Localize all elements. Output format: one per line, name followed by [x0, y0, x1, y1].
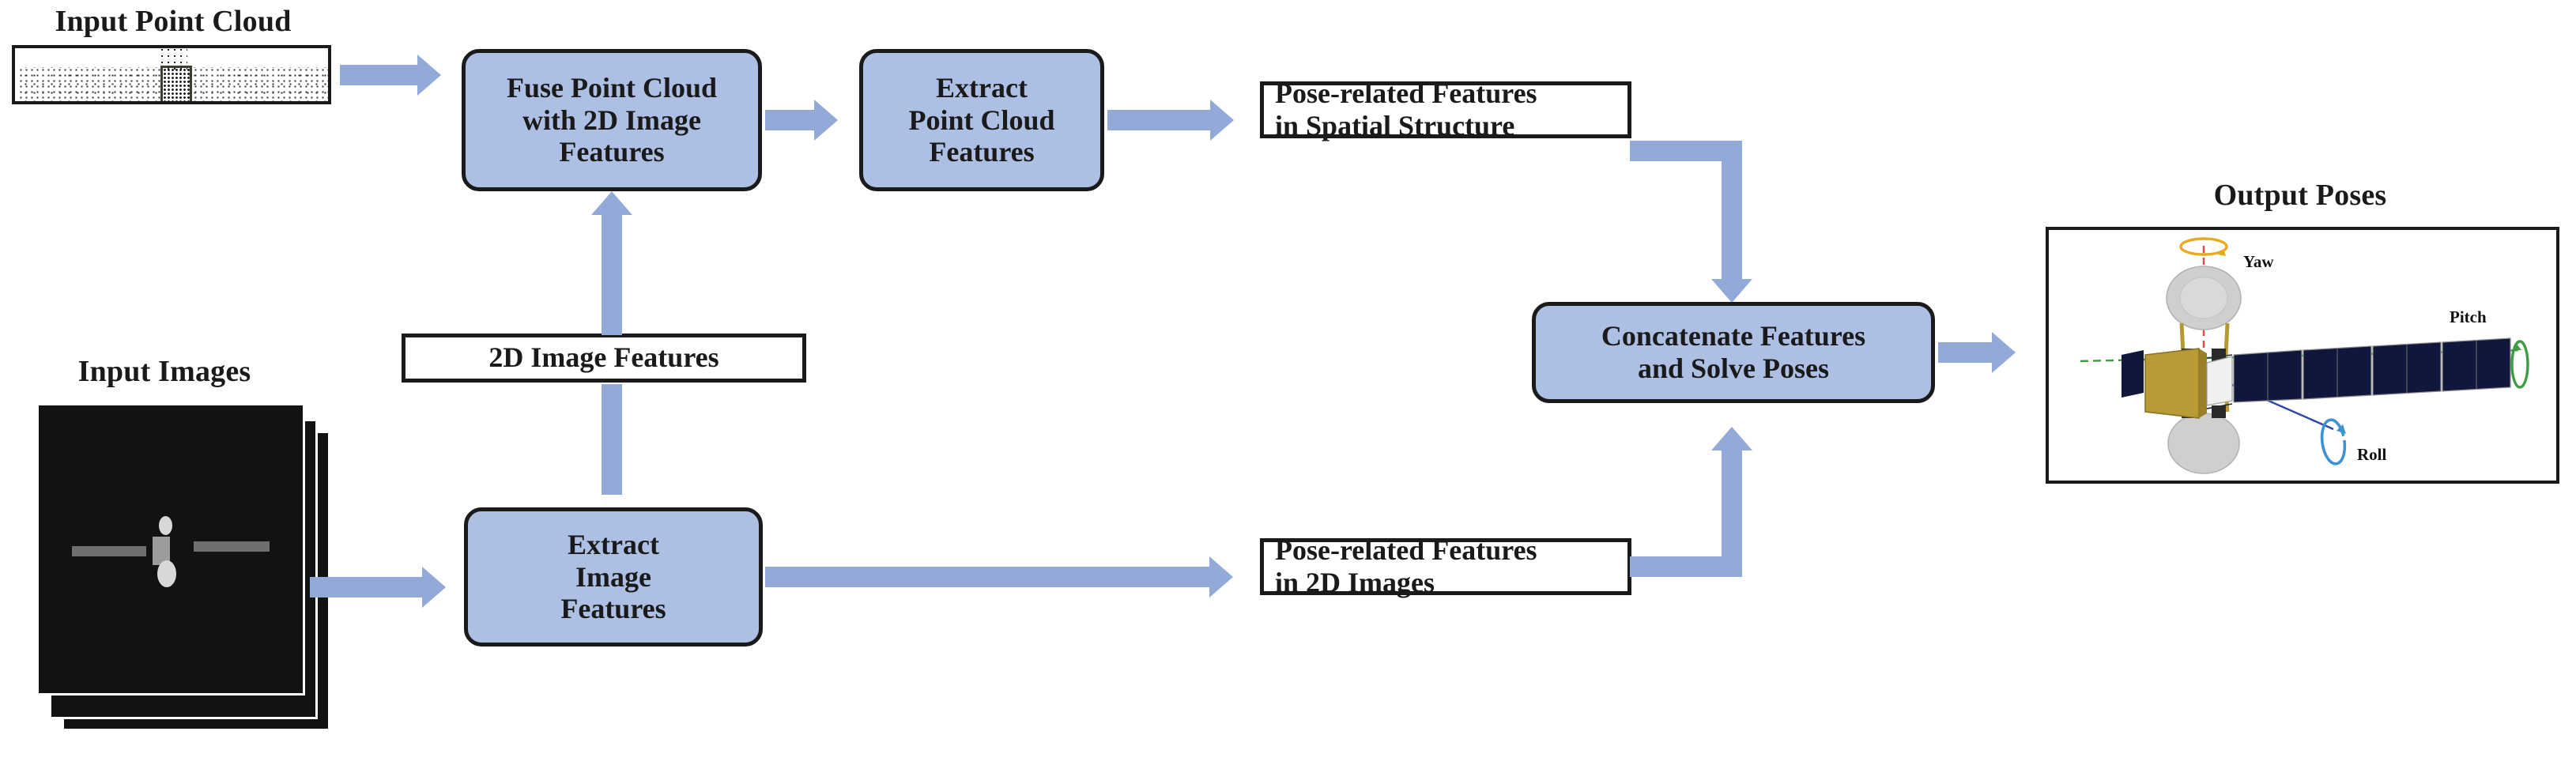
process-box-concatenate[interactable]: Concatenate Features and Solve Poses	[1532, 302, 1935, 403]
pose-spatial-line-2: in Spatial Structure	[1275, 110, 1515, 141]
extract-pc-line-2: Point Cloud	[908, 104, 1055, 136]
arrow-down-icon	[1711, 279, 1752, 303]
input-image-thumb-front[interactable]	[36, 403, 305, 695]
data-box-pose-2d[interactable]: Pose-related Features in 2D Images	[1260, 534, 1631, 598]
pose-label-roll: Roll	[2357, 445, 2387, 464]
arrow-pose2d-elbow-vertical	[1722, 450, 1742, 567]
data-box-2d-image-features[interactable]: 2D Image Features	[402, 334, 806, 383]
two-d-image-features-label: 2D Image Features	[488, 341, 719, 374]
point-cloud-preview	[12, 45, 331, 104]
input-images-title: Input Images	[77, 355, 251, 388]
point-cloud-right-wing	[187, 67, 328, 101]
arrow-extractimg-to-2dfeat-shaft	[602, 384, 622, 495]
arrow-fuse-to-extractpc-shaft	[765, 110, 814, 130]
fuse-line-1: Fuse Point Cloud	[506, 71, 718, 104]
arrow-right-icon	[1209, 556, 1233, 597]
pose-spatial-line-1: Pose-related Features	[1275, 77, 1537, 109]
fuse-line-3: Features	[559, 136, 665, 168]
arrow-extractimg-to-pose2d-shaft	[765, 567, 1209, 587]
arrow-right-icon	[1210, 100, 1234, 141]
concatenate-line-2: and Solve Poses	[1637, 352, 1830, 384]
extract-img-line-3: Features	[560, 593, 666, 625]
arrow-right-icon	[814, 100, 838, 141]
pose-2d-line-2: in 2D Images	[1275, 567, 1435, 598]
extract-img-line-2: Image	[575, 560, 651, 593]
fuse-line-2: with 2D Image	[522, 104, 701, 136]
arrow-concatenate-to-output-shaft	[1938, 342, 1992, 363]
arrow-posespatial-elbow-vertical	[1722, 141, 1742, 279]
output-poses-title: Output Poses	[2213, 179, 2387, 212]
satellite-pose-illustration	[2080, 237, 2529, 474]
arrow-pointcloud-to-fuse-shaft	[340, 65, 417, 85]
extract-img-line-1: Extract	[568, 528, 659, 560]
data-box-pose-spatial[interactable]: Pose-related Features in Spatial Structu…	[1260, 77, 1631, 141]
arrow-up-icon	[591, 191, 632, 215]
point-cloud-left-wing	[18, 67, 160, 101]
concatenate-line-1: Concatenate Features	[1601, 320, 1866, 352]
arrow-2dfeat-to-fuse-shaft	[602, 215, 622, 335]
arrow-right-icon	[417, 55, 441, 96]
extract-pc-line-1: Extract	[936, 71, 1028, 104]
arrow-right-icon	[1992, 332, 2016, 373]
input-point-cloud-title: Input Point Cloud	[55, 5, 292, 38]
process-box-fuse[interactable]: Fuse Point Cloud with 2D Image Features	[462, 49, 762, 191]
pose-label-pitch: Pitch	[2450, 307, 2487, 326]
extract-pc-line-3: Features	[929, 136, 1035, 168]
process-box-extract-point-cloud[interactable]: Extract Point Cloud Features	[859, 49, 1104, 191]
output-poses-preview: Yaw Pitch Roll	[2046, 227, 2559, 484]
pose-2d-line-1: Pose-related Features	[1275, 533, 1537, 566]
point-cloud-core	[160, 66, 192, 101]
arrow-right-icon	[422, 567, 446, 608]
process-box-extract-image[interactable]: Extract Image Features	[464, 507, 763, 646]
arrow-up-icon	[1711, 427, 1752, 450]
arrow-images-to-extractimg-shaft	[310, 577, 422, 597]
arrow-extractpc-to-posespatial-shaft	[1107, 110, 1210, 130]
pose-label-yaw: Yaw	[2243, 252, 2274, 271]
